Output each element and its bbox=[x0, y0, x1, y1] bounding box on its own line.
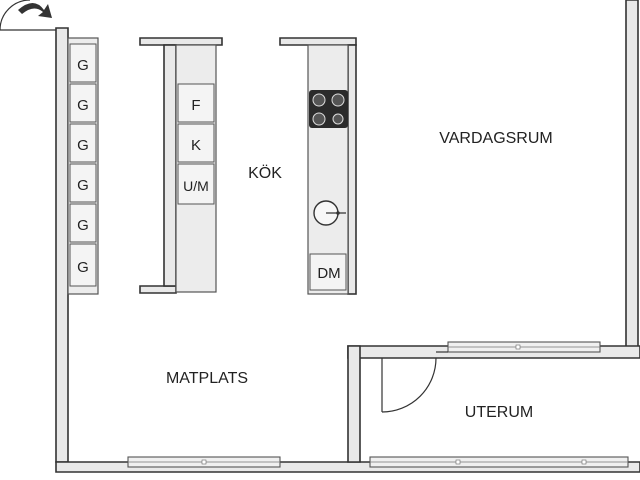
middle-kitchen-unit: F K U/M bbox=[139, 37, 223, 294]
cabinet-label-4: G bbox=[77, 177, 89, 194]
cabinet-label-2: G bbox=[77, 97, 89, 114]
cabinet-3 bbox=[69, 123, 97, 163]
wall-right bbox=[625, 0, 639, 353]
room-label-dining: MATPLATS bbox=[166, 370, 248, 387]
oven-microwave-label: U/M bbox=[183, 178, 209, 194]
cabinet-label-1: G bbox=[77, 57, 89, 74]
wall-left bbox=[55, 27, 69, 463]
freezer-label: K bbox=[191, 137, 201, 154]
sunroom-wall-left bbox=[347, 345, 361, 463]
fridge-label: F bbox=[191, 97, 200, 114]
cabinet-5 bbox=[69, 203, 97, 243]
cabinet-6 bbox=[69, 243, 97, 287]
cabinet-4 bbox=[69, 163, 97, 203]
oven-cabinet bbox=[177, 163, 215, 205]
cabinet-label-3: G bbox=[77, 137, 89, 154]
fridge-cabinet bbox=[177, 83, 215, 123]
left-cabinet-column: G G G G G G bbox=[67, 37, 99, 295]
dishwasher-cabinet bbox=[309, 253, 347, 291]
right-kitchen-unit: DM bbox=[279, 37, 357, 295]
stove-icon bbox=[309, 90, 348, 128]
windows bbox=[127, 341, 629, 468]
room-label-kitchen: KÖK bbox=[248, 164, 282, 182]
dishwasher-label: DM bbox=[317, 265, 340, 282]
entry-arrow-icon bbox=[18, 3, 52, 18]
sink-icon bbox=[313, 200, 346, 226]
freezer-cabinet bbox=[177, 123, 215, 163]
entry-door bbox=[0, 0, 56, 31]
door-swing-icon bbox=[381, 351, 448, 413]
cabinet-2 bbox=[69, 83, 97, 123]
room-label-sunroom: UTERUM bbox=[465, 404, 533, 421]
cabinet-label-6: G bbox=[77, 259, 89, 276]
cabinet-1 bbox=[69, 43, 97, 83]
room-label-living: VARDAGSRUM bbox=[439, 130, 553, 147]
cabinet-label-5: G bbox=[77, 217, 89, 234]
